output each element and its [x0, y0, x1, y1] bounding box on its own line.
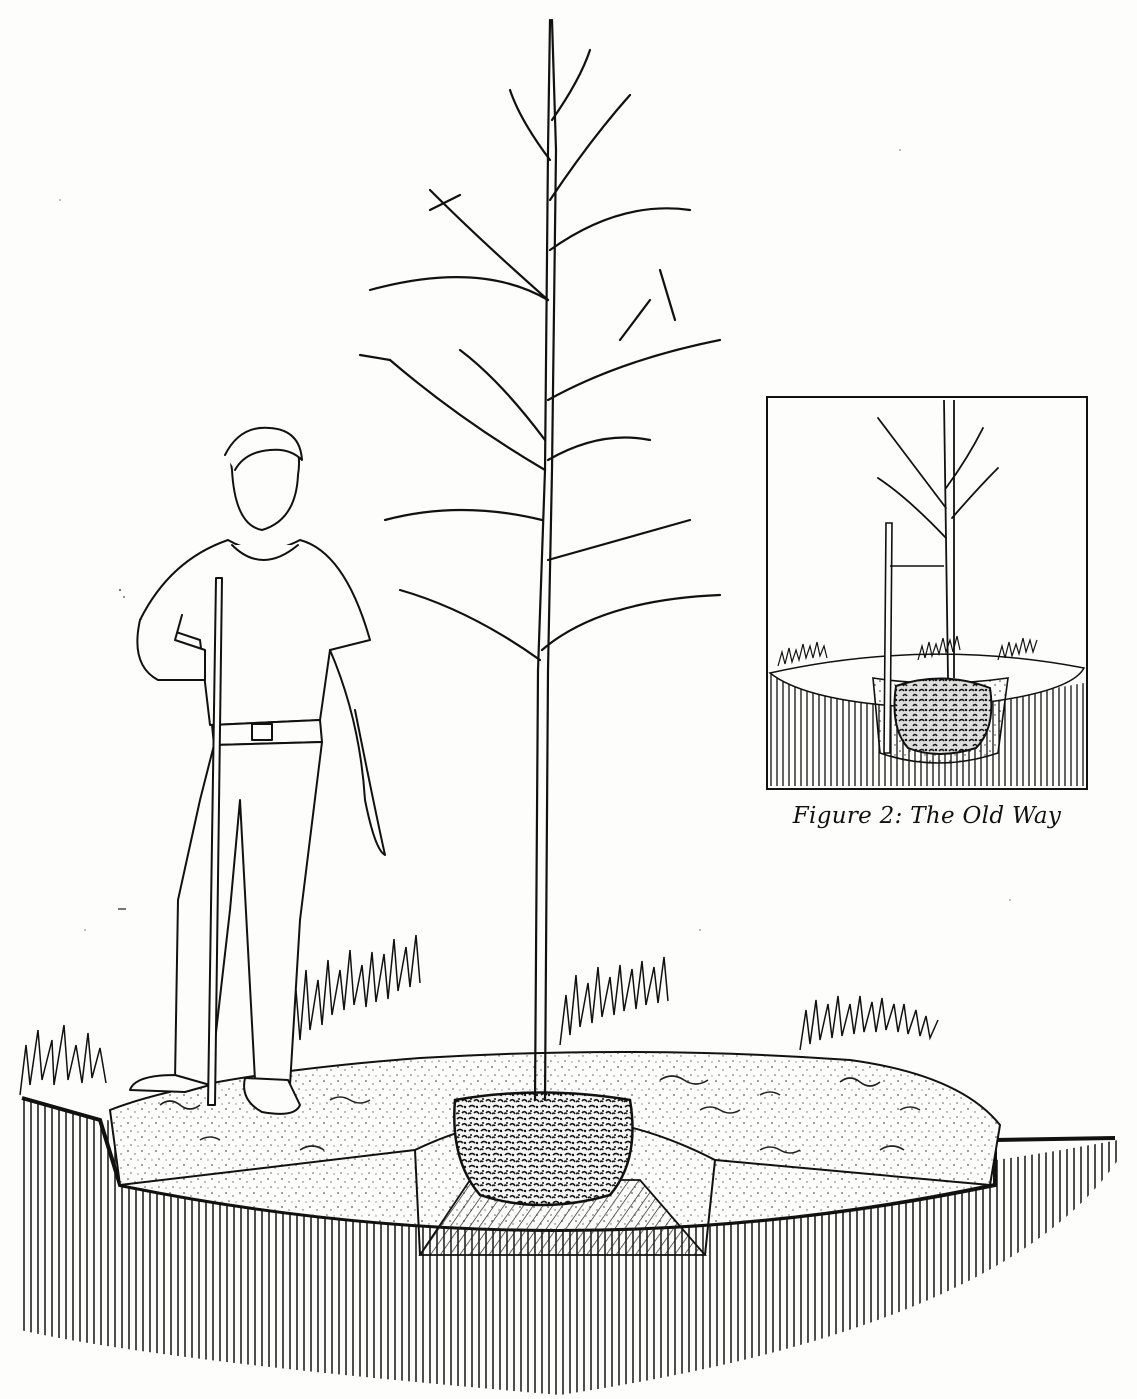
man-figure	[130, 428, 385, 1114]
inset-caption: Figure 2: The Old Way	[766, 803, 1088, 829]
root-ball	[454, 1093, 632, 1206]
inset-figure-old-way	[766, 396, 1088, 790]
inset-illustration	[768, 398, 1086, 788]
tree	[360, 20, 720, 1100]
